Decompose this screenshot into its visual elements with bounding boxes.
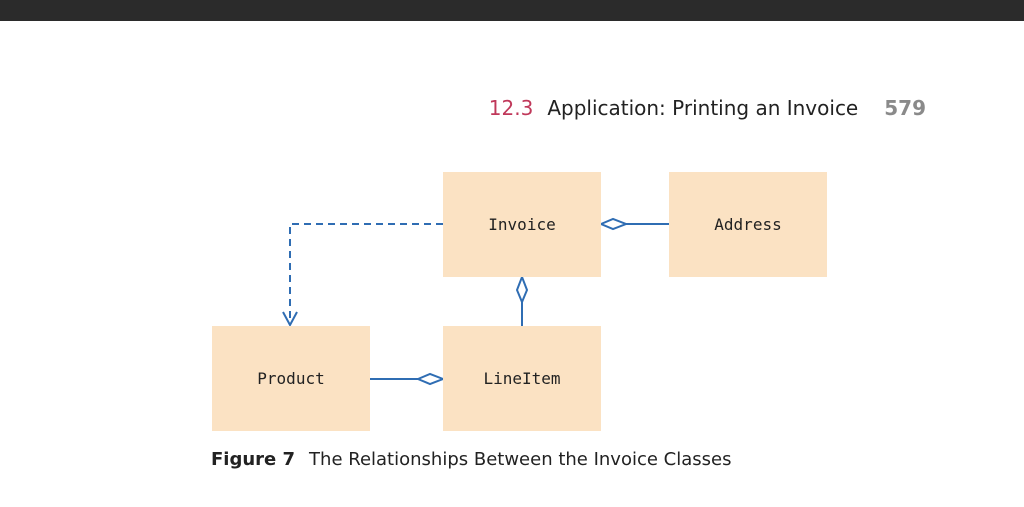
lineitem-product-diamond: [415, 372, 446, 386]
running-head: 12.3 Application: Printing an Invoice 579: [489, 96, 926, 120]
invoice-lineitem-diamond: [515, 274, 529, 305]
section-number: 12.3: [488, 96, 534, 120]
class-lineitem: LineItem: [443, 326, 601, 431]
class-invoice: Invoice: [443, 172, 601, 277]
viewer-top-bar: [0, 0, 1024, 21]
section-title: Application: Printing an Invoice: [547, 96, 859, 120]
figure-caption-text: The Relationships Between the Invoice Cl…: [309, 449, 732, 470]
class-lineitem-label: LineItem: [483, 369, 561, 388]
class-address: Address: [669, 172, 827, 277]
dependency-arrowhead: [282, 311, 298, 328]
class-address-label: Address: [714, 215, 782, 234]
class-product: Product: [212, 326, 370, 431]
invoice-product-dependency: [289, 223, 443, 324]
class-invoice-label: Invoice: [488, 215, 556, 234]
page-number: 579: [884, 96, 926, 120]
figure-caption: Figure 7 The Relationships Between the In…: [211, 449, 731, 470]
figure-label: Figure 7: [211, 449, 296, 470]
invoice-address-diamond: [598, 217, 629, 231]
class-product-label: Product: [257, 369, 325, 388]
